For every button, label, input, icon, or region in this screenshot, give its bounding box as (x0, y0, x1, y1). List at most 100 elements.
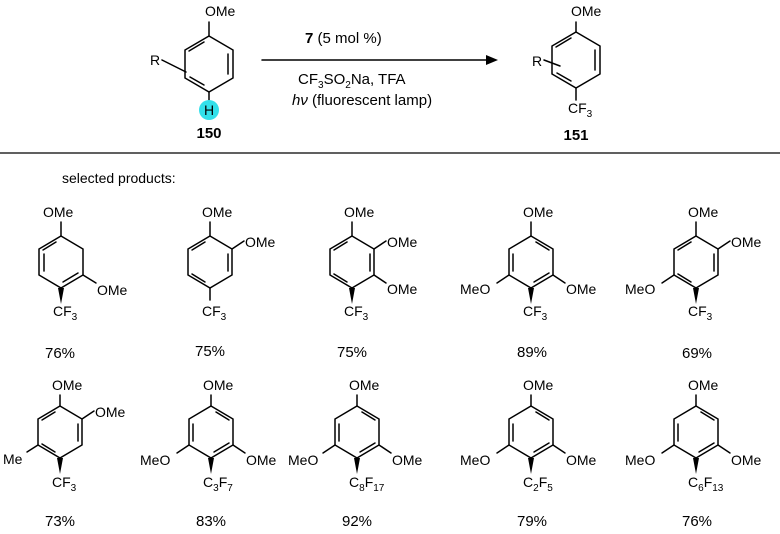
bond (698, 442, 715, 453)
substituent-label: CF3 (52, 474, 77, 494)
conditions-catalyst: 7 (5 mol %) (305, 30, 382, 47)
hydrogen-highlight (199, 100, 219, 120)
substituent-label: C6F13 (688, 474, 724, 494)
product-yield: 75% (337, 344, 367, 361)
bond (191, 241, 206, 251)
substituent-label: OMe (95, 404, 126, 420)
bond (661, 444, 675, 454)
bond (161, 59, 187, 73)
bond (717, 240, 731, 250)
benzene-ring (184, 35, 234, 93)
product-yield: 79% (517, 513, 547, 530)
bond (359, 442, 376, 453)
reactant-hydrogen-atom: H (204, 102, 214, 118)
bond (322, 444, 336, 454)
substituent-label: OMe (731, 234, 762, 250)
substituent-label: Me (3, 451, 23, 467)
substituent-label: OMe (52, 377, 83, 393)
product-3: OMe OMe OMe CF3 75% (329, 204, 418, 361)
product-151: OMe R CF3 151 (532, 3, 602, 144)
product-8: OMe MeO OMe C8F17 92% (288, 377, 423, 530)
product-yield: 69% (682, 345, 712, 362)
product-7: OMe MeO OMe C3F7 83% (140, 377, 277, 530)
substituent-label: OMe (97, 282, 128, 298)
substituent-label: OMe (387, 234, 418, 250)
substituent-label: OMe (202, 204, 233, 220)
bond (543, 59, 561, 67)
reactant-r-group: R (150, 52, 160, 68)
bond (556, 72, 572, 82)
bond (677, 241, 692, 251)
bond (26, 444, 39, 453)
product-1: OMe OMe CF3 76% (38, 204, 128, 362)
bond (361, 411, 376, 421)
substituent-label: OMe (523, 377, 554, 393)
substituent-label: MeO (288, 452, 318, 468)
wedge-bond (349, 288, 355, 304)
bond (677, 273, 692, 283)
bond (661, 274, 675, 284)
benzene-ring (508, 235, 554, 289)
bond (62, 272, 79, 283)
benzene-ring (551, 31, 601, 89)
product-10: OMe MeO OMe C6F13 76% (625, 377, 762, 530)
substituent-label: OMe (349, 377, 380, 393)
conditions-reagents: CF3SO2Na, TFA (298, 71, 406, 91)
product-yield: 76% (682, 513, 712, 530)
substituent-label: OMe (523, 204, 554, 220)
substituent-label: C2F5 (523, 474, 553, 494)
product-yield: 73% (45, 513, 75, 530)
product-5: OMe OMe MeO CF3 69% (625, 204, 762, 362)
benzene-ring (188, 405, 234, 459)
product-yield: 76% (45, 345, 75, 362)
bond (189, 76, 205, 86)
bond (373, 240, 387, 250)
bond (533, 442, 550, 453)
bond (232, 444, 246, 454)
benzene-ring (334, 405, 380, 459)
bond (373, 274, 387, 284)
compound-150-label: 150 (196, 125, 221, 142)
substituent-label: CF3 (344, 303, 369, 323)
substituent-label: MeO (625, 452, 655, 468)
bond (496, 444, 510, 454)
product-4: OMe MeO OMe CF3 89% (460, 204, 597, 361)
wedge-bond (354, 458, 360, 474)
wedge-bond (208, 458, 214, 474)
benzene-ring (187, 235, 233, 289)
substituent-label: OMe (566, 452, 597, 468)
substituent-label: OMe (688, 377, 719, 393)
wedge-bond (693, 288, 699, 304)
bond (41, 443, 56, 453)
substituent-label: OMe (43, 204, 74, 220)
bond (333, 241, 348, 251)
substituent-label: OMe (392, 452, 423, 468)
reactant-top-group: OMe (205, 3, 236, 19)
bond (215, 411, 230, 421)
substituent-label: MeO (460, 452, 490, 468)
benzene-ring (673, 235, 719, 289)
bond (176, 444, 190, 454)
wedge-bond (693, 458, 699, 474)
bond (700, 411, 715, 421)
substituent-label: CF3 (202, 303, 227, 323)
substituent-label: OMe (203, 377, 234, 393)
reaction-arrow: 7 (5 mol %) CF3SO2Na, TFA hν (fluorescen… (261, 30, 498, 109)
bond (535, 411, 550, 421)
bond (188, 41, 205, 52)
bond (535, 241, 550, 251)
substituent-label: MeO (460, 281, 490, 297)
benzene-ring (329, 235, 375, 289)
product-top-group: OMe (571, 3, 602, 19)
substituent-label: OMe (387, 281, 418, 297)
product-yield: 92% (342, 513, 372, 530)
substituent-label: OMe (246, 452, 277, 468)
substituent-label: MeO (140, 452, 170, 468)
bond (717, 444, 731, 454)
benzene-ring (37, 405, 83, 459)
substituent-label: CF3 (688, 303, 713, 323)
bond (496, 274, 510, 284)
wedge-bond (58, 288, 64, 304)
wedge-bond (57, 458, 63, 474)
bond (333, 273, 348, 283)
